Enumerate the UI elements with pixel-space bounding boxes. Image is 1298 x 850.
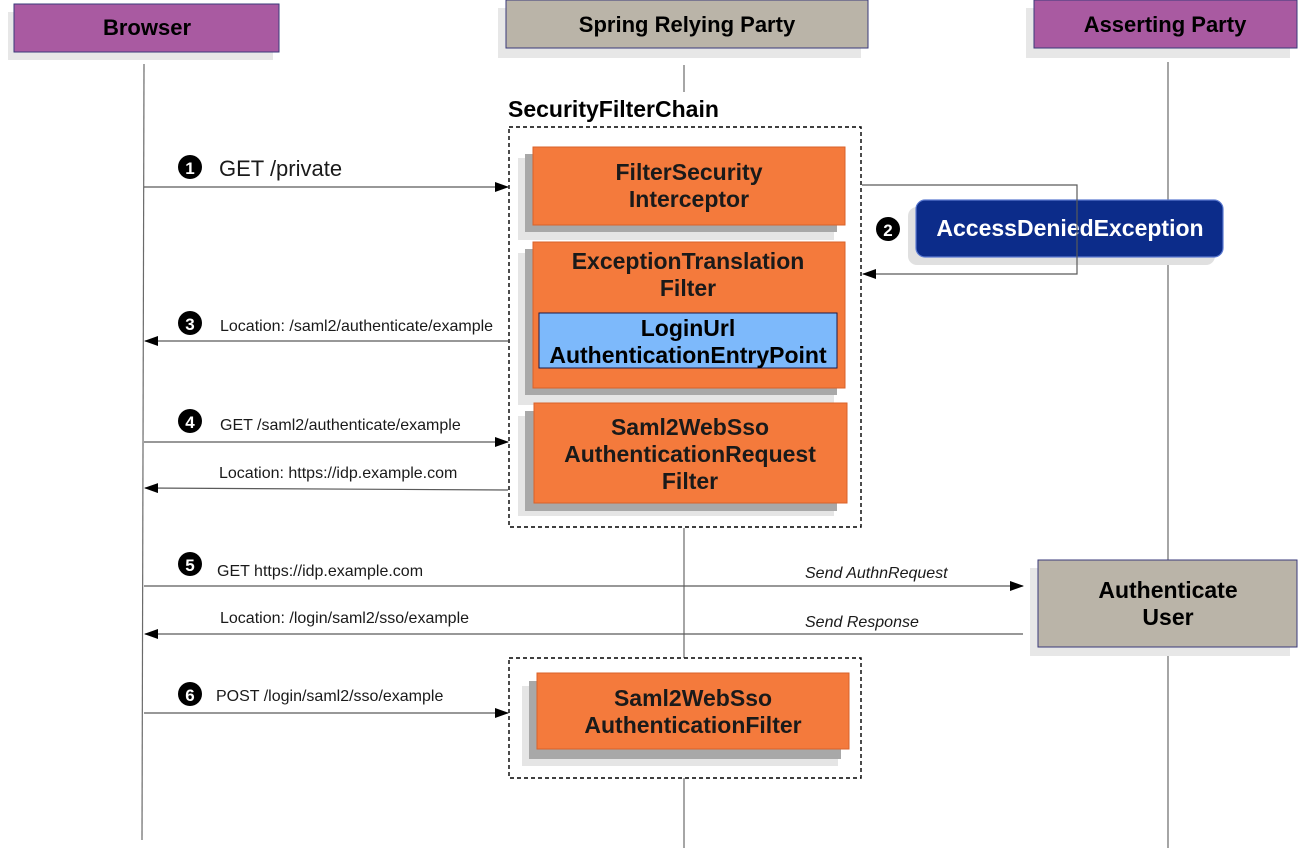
step-1-number: 1 (185, 159, 194, 178)
participant-asserting-party-label: Asserting Party (1084, 12, 1247, 37)
participant-browser: Browser (8, 3, 280, 60)
authenticate-user-line2: User (1142, 604, 1193, 630)
step-3-number: 3 (185, 315, 194, 334)
filter-security-interceptor-line2: Interceptor (629, 186, 749, 212)
step-4-number: 4 (185, 413, 195, 432)
step-1-label: GET /private (219, 156, 342, 181)
step-2-number: 2 (883, 221, 892, 240)
saml2-request-filter-line1: Saml2WebSso (611, 414, 769, 440)
step-4-response-label: Location: https://idp.example.com (219, 465, 457, 482)
participant-relying-party-label: Spring Relying Party (579, 12, 796, 37)
step-1-badge (178, 155, 202, 179)
step-4-label: GET /saml2/authenticate/example (220, 417, 461, 434)
exception-translation-filter: ExceptionTranslation Filter LoginUrl Aut… (518, 241, 846, 405)
saml2-authentication-request-filter: Saml2WebSso AuthenticationRequest Filter (518, 402, 848, 516)
step-3-label: Location: /saml2/authenticate/example (220, 318, 493, 335)
participant-browser-label: Browser (103, 15, 191, 40)
authenticate-user-line1: Authenticate (1098, 577, 1237, 603)
saml2-authentication-filter: Saml2WebSso AuthenticationFilter (522, 672, 850, 766)
step-6-number: 6 (185, 686, 194, 705)
step-5-send-authn-request: Send AuthnRequest (805, 565, 948, 582)
step-5-label: GET https://idp.example.com (217, 563, 423, 580)
step-5-number: 5 (185, 556, 194, 575)
browser-lifeline (141, 63, 145, 841)
login-url-authentication-entry-point: LoginUrl AuthenticationEntryPoint (538, 312, 838, 369)
authenticate-user: Authenticate User (1030, 559, 1298, 656)
saml2-authentication-filter-line1: Saml2WebSso (614, 685, 772, 711)
entry-point-line1: LoginUrl (641, 315, 736, 341)
step-4-response-arrow (144, 483, 509, 494)
participant-asserting-party: Asserting Party (1026, 0, 1298, 58)
step-6-badge (178, 682, 202, 706)
step-2-loop-arrow (862, 184, 1078, 279)
step-2-badge (876, 217, 900, 241)
access-denied-exception: AccessDeniedException (908, 199, 1224, 265)
step-5-badge (178, 552, 202, 576)
filter-security-interceptor: FilterSecurity Interceptor (518, 146, 846, 240)
saml2-authentication-filter-line2: AuthenticationFilter (584, 712, 801, 738)
exception-translation-filter-line2: Filter (660, 275, 716, 301)
exception-translation-filter-line1: ExceptionTranslation (572, 248, 805, 274)
step-6-label: POST /login/saml2/sso/example (216, 688, 443, 705)
entry-point-line2: AuthenticationEntryPoint (549, 342, 827, 368)
saml2-request-filter-line3: Filter (662, 468, 718, 494)
participant-relying-party: Spring Relying Party (498, 0, 869, 58)
step-5-send-response: Send Response (805, 614, 919, 631)
saml2-request-filter-line2: AuthenticationRequest (564, 441, 816, 467)
access-denied-exception-label: AccessDeniedException (936, 215, 1203, 241)
filter-security-interceptor-line1: FilterSecurity (616, 159, 763, 185)
step-3-badge (178, 311, 202, 335)
step-5-response-label: Location: /login/saml2/sso/example (220, 610, 469, 627)
step-4-badge (178, 409, 202, 433)
security-filter-chain-title: SecurityFilterChain (508, 96, 719, 122)
